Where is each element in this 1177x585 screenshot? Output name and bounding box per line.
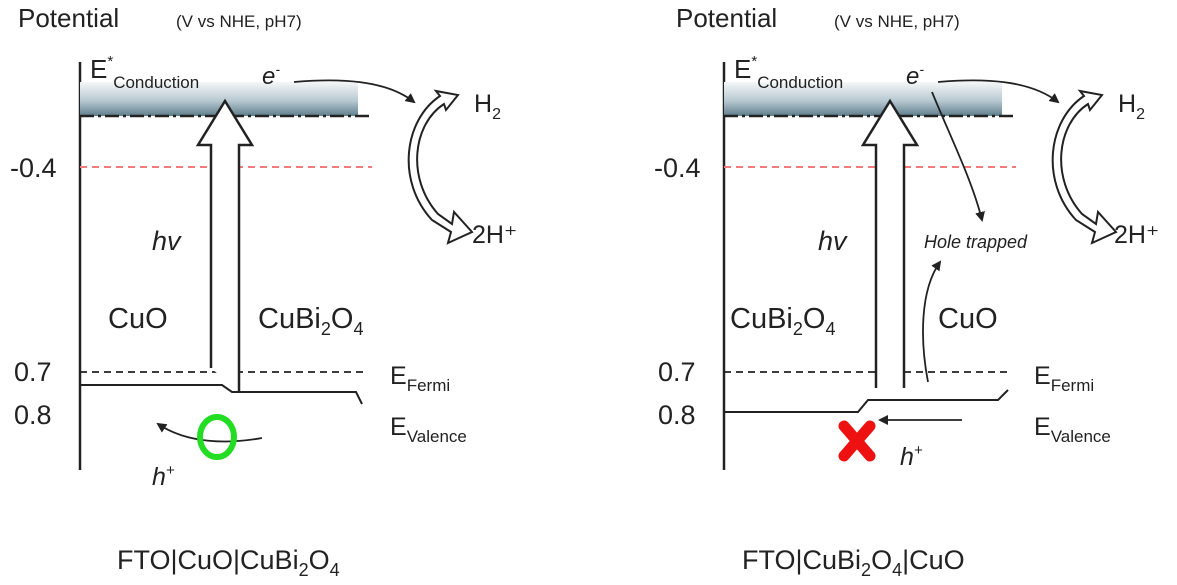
excitation-arrow	[195, 98, 255, 392]
electron-label: e-	[262, 61, 280, 90]
tick-label-08: 0.8	[658, 400, 696, 430]
photon-label: hv	[152, 226, 182, 256]
proton-label: 2H⁺	[472, 221, 517, 249]
electron-transfer-arrow	[293, 79, 416, 104]
material-label-right: CuBi2O4	[258, 303, 363, 339]
material-label-left: CuO	[108, 303, 168, 335]
electron-transfer-arrow	[937, 79, 1060, 104]
hole-transfer-arrow	[156, 422, 263, 443]
hole-trapped-label: Hole trapped	[924, 232, 1028, 252]
tick-label-m04: -0.4	[10, 153, 57, 183]
axis-title: Potential	[18, 3, 119, 33]
redox-cycle-arrow	[407, 89, 474, 245]
axis-unit: (V vs NHE, pH7)	[176, 12, 302, 31]
tick-label-m04: -0.4	[654, 153, 701, 183]
caption-left: FTO|CuO|CuBi2O4	[117, 545, 340, 580]
hole-transfer-allowed-icon	[197, 414, 237, 460]
electron-label: e-	[906, 61, 924, 90]
valence-label: EValence	[390, 413, 467, 446]
fermi-label: EFermi	[1034, 362, 1094, 395]
photon-label: hv	[818, 226, 848, 256]
excitation-arrow	[860, 98, 920, 388]
proton-label: 2H⁺	[1114, 221, 1159, 249]
tick-label-08: 0.8	[14, 400, 52, 430]
axis-title: Potential	[676, 3, 777, 33]
hole-transfer-blocked-icon	[838, 420, 876, 462]
caption-right: FTO|CuBi2O4|CuO	[742, 545, 965, 580]
conduction-label: E*Conduction	[734, 53, 843, 92]
redox-cycle-arrow	[1051, 89, 1118, 245]
axis-unit: (V vs NHE, pH7)	[834, 12, 960, 31]
hydrogen-label: H2	[1118, 90, 1145, 123]
conduction-band	[724, 82, 1002, 116]
tick-label-07: 0.7	[658, 357, 696, 387]
valence-band-edge	[724, 389, 1009, 413]
valence-band-edge	[80, 384, 363, 405]
hole-label: h+	[152, 462, 175, 491]
material-label-right: CuO	[938, 303, 998, 335]
tick-label-07: 0.7	[14, 357, 52, 387]
panel-right: Potential (V vs NHE, pH7) E*Conduction e…	[654, 3, 1159, 580]
material-label-left: CuBi2O4	[730, 303, 835, 339]
hole-label: h+	[900, 442, 923, 471]
fermi-label: EFermi	[390, 362, 450, 395]
conduction-label: E*Conduction	[90, 53, 199, 92]
panel-left: Potential (V vs NHE, pH7) E*Conduction e…	[10, 3, 517, 580]
valence-label: EValence	[1034, 413, 1111, 446]
electron-to-trap-arrow	[931, 91, 985, 222]
hole-to-trap-arrow	[922, 260, 942, 383]
hydrogen-label: H2	[474, 90, 501, 123]
